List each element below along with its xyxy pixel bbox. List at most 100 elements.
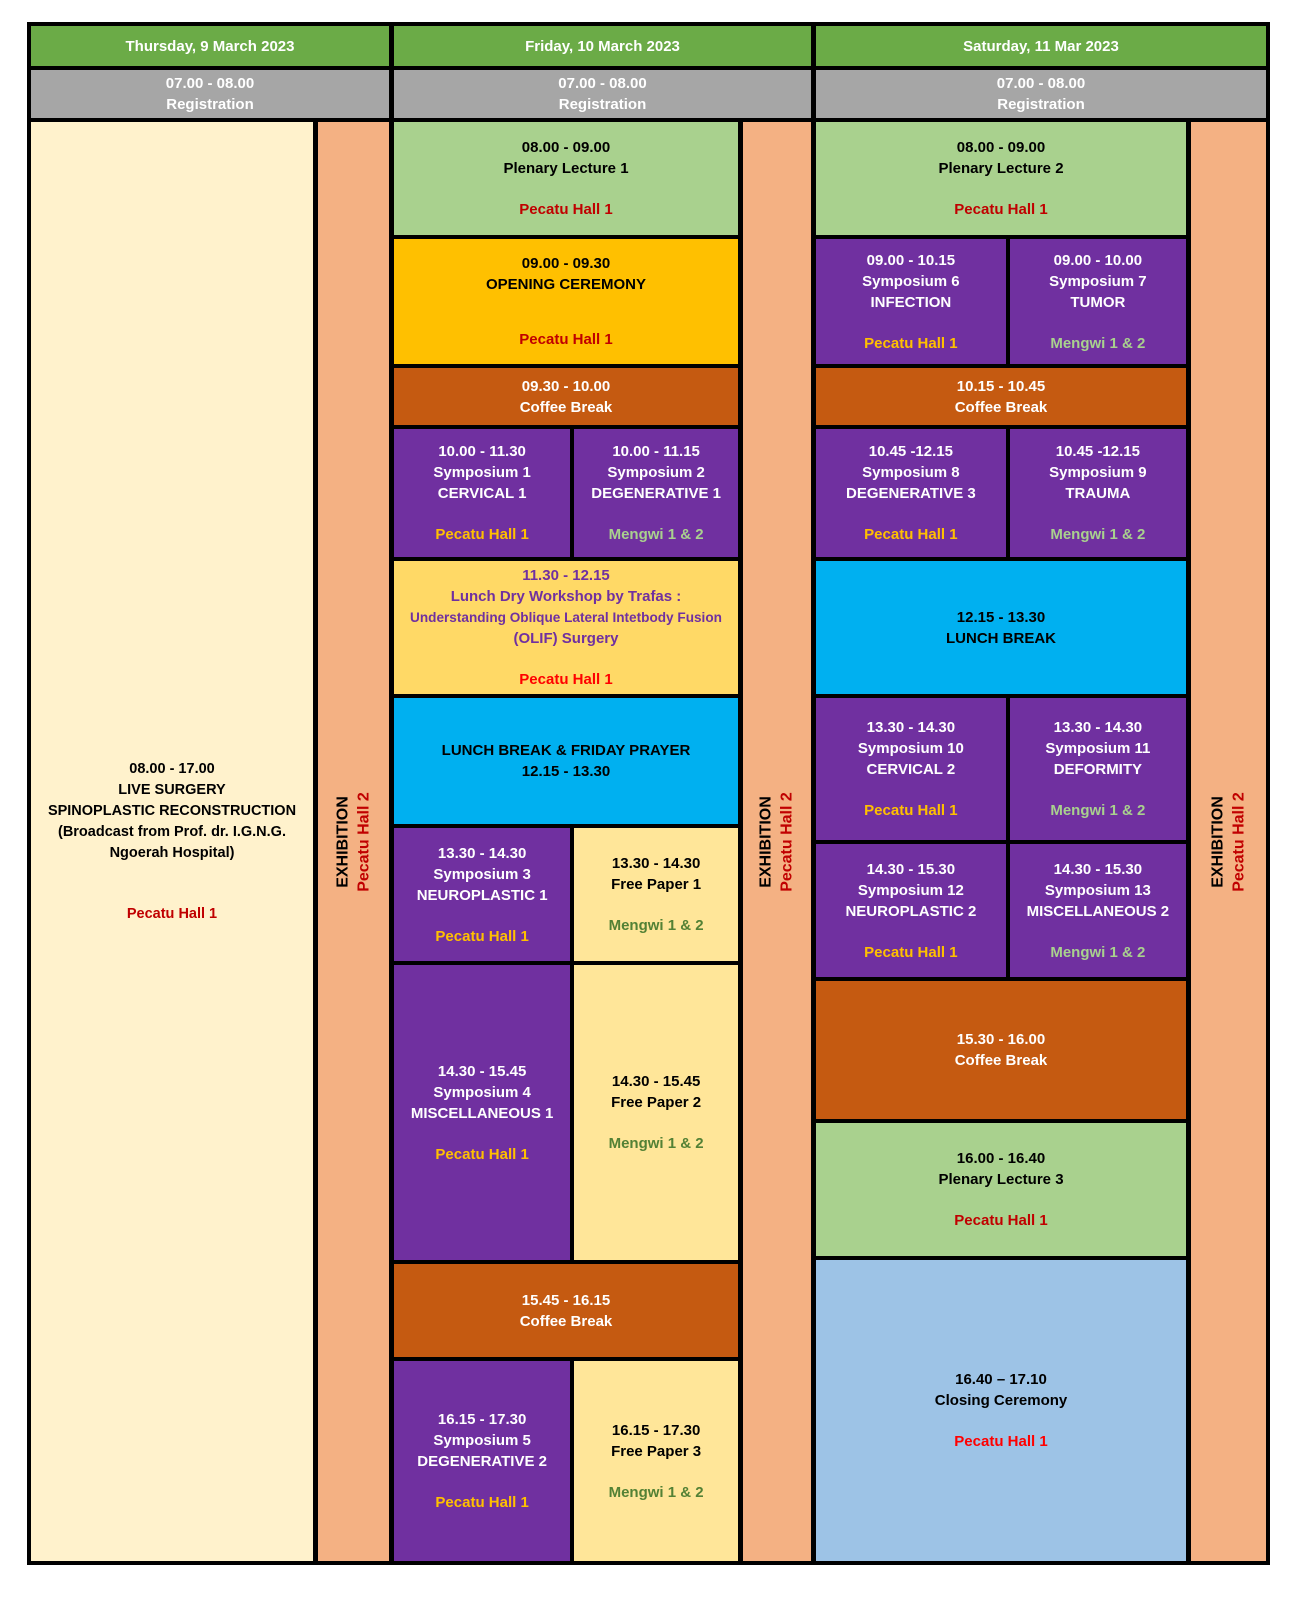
exhibition-strip-friday: EXHIBITION Pecatu Hall 2 <box>743 122 811 1561</box>
day-body-thursday: 08.00 - 17.00 LIVE SURGERY SPINOPLASTIC … <box>31 122 389 1561</box>
session-time: 09.00 - 10.15 <box>866 251 956 269</box>
session-time: 15.45 - 16.15 <box>521 1291 611 1309</box>
registration-label: Registration <box>558 96 647 113</box>
session-symposium-9: 10.45 -12.15 Symposium 9 TRAUMA Mengwi 1… <box>1009 429 1186 557</box>
registration-block-friday: 07.00 - 08.00 Registration <box>394 70 811 118</box>
session-time: 08.00 - 09.00 <box>521 139 611 156</box>
session-time: 13.30 - 14.30 <box>1053 719 1143 736</box>
session-time: 13.30 - 14.30 <box>611 855 701 872</box>
session-symposium-6: 09.00 - 10.15 Symposium 6 INFECTION Peca… <box>816 239 1006 364</box>
session-time: 15.30 - 16.00 <box>956 1031 1046 1048</box>
session-topic: TUMOR <box>1070 293 1126 311</box>
session-time: 14.30 - 15.30 <box>866 860 956 878</box>
session-topic: DEGENERATIVE 2 <box>417 1453 547 1470</box>
exhibition-text: EXHIBITION Pecatu Hall 2 <box>333 792 374 892</box>
session-plenary-lecture-3: 16.00 - 16.40 Plenary Lecture 3 Pecatu H… <box>816 1123 1186 1256</box>
friday-sessions: 08.00 - 09.00 Plenary Lecture 1 Pecatu H… <box>394 122 738 1561</box>
day-header-saturday: Saturday, 11 Mar 2023 <box>816 26 1266 66</box>
session-name: Symposium 13 <box>1044 881 1151 899</box>
day-column-friday: Friday, 10 March 2023 07.00 - 08.00 Regi… <box>394 26 811 1561</box>
registration-label: Registration <box>166 96 254 113</box>
session-symposium-12: 14.30 - 15.30 Symposium 12 NEUROPLASTIC … <box>816 844 1006 977</box>
session-title: Closing Ceremony <box>934 1392 1068 1409</box>
exhibition-label: EXHIBITION <box>334 795 351 888</box>
exhibition-strip-thursday: EXHIBITION Pecatu Hall 2 <box>318 122 389 1561</box>
session-name: Symposium 2 <box>607 464 705 481</box>
session-venue: Mengwi 1 & 2 <box>608 1483 704 1501</box>
session-venue: Mengwi 1 & 2 <box>1050 526 1146 543</box>
session-free-paper-3: 16.15 - 17.30 Free Paper 3 Mengwi 1 & 2 <box>574 1361 738 1561</box>
registration-time: 07.00 - 08.00 <box>165 75 255 92</box>
session-time: 09.00 - 10.00 <box>1053 251 1143 269</box>
session-title: Plenary Lecture 2 <box>938 160 1064 177</box>
exhibition-label: EXHIBITION <box>1209 795 1226 888</box>
exhibition-text: EXHIBITION Pecatu Hall 2 <box>757 792 798 892</box>
saturday-row-symposium-8-9: 10.45 -12.15 Symposium 8 DEGENERATIVE 3 … <box>816 429 1186 557</box>
session-venue: Pecatu Hall 1 <box>519 201 613 218</box>
session-time: 13.30 - 14.30 <box>866 719 956 736</box>
exhibition-venue: Pecatu Hall 2 <box>355 791 372 892</box>
session-topic: NEUROPLASTIC 1 <box>416 886 548 904</box>
session-time: 10.45 -12.15 <box>1055 443 1140 460</box>
session-name: Symposium 11 <box>1045 740 1151 757</box>
saturday-row-symposium-10-11: 13.30 - 14.30 Symposium 10 CERVICAL 2 Pe… <box>816 698 1186 840</box>
session-venue: Pecatu Hall 1 <box>864 943 958 961</box>
session-venue: Pecatu Hall 1 <box>864 802 958 819</box>
exhibition-venue: Pecatu Hall 2 <box>778 791 796 892</box>
session-topic: DEGENERATIVE 3 <box>845 485 976 502</box>
saturday-row-symposium-12-13: 14.30 - 15.30 Symposium 12 NEUROPLASTIC … <box>816 844 1186 977</box>
session-name: Symposium 9 <box>1049 464 1147 481</box>
session-time: 16.15 - 17.30 <box>437 1411 527 1428</box>
session-name: Symposium 10 <box>857 740 964 757</box>
friday-row-symposium-4-fp2: 14.30 - 15.45 Symposium 4 MISCELLANEOUS … <box>394 965 738 1260</box>
lunch-break-friday: LUNCH BREAK & FRIDAY PRAYER 12.15 - 13.3… <box>394 698 738 824</box>
session-title: LIVE SURGERY <box>118 781 226 798</box>
session-title: LUNCH BREAK <box>946 629 1056 647</box>
session-symposium-4: 14.30 - 15.45 Symposium 4 MISCELLANEOUS … <box>394 965 571 1260</box>
session-title: Plenary Lecture 3 <box>938 1171 1064 1188</box>
session-title: Free Paper 2 <box>611 1094 702 1111</box>
session-venue: Mengwi 1 & 2 <box>1050 334 1146 352</box>
friday-row-symposium-5-fp3: 16.15 - 17.30 Symposium 5 DEGENERATIVE 2… <box>394 1361 738 1561</box>
session-title: Plenary Lecture 1 <box>503 160 629 177</box>
session-time: 10.15 - 10.45 <box>956 377 1046 395</box>
session-venue: Pecatu Hall 1 <box>435 927 529 945</box>
day-column-thursday: Thursday, 9 March 2023 07.00 - 08.00 Reg… <box>31 26 389 1561</box>
session-name: Symposium 3 <box>433 865 531 883</box>
session-venue: Mengwi 1 & 2 <box>1050 802 1146 819</box>
friday-row-symposium-1-2: 10.00 - 11.30 Symposium 1 CERVICAL 1 Pec… <box>394 429 738 557</box>
session-symposium-3: 13.30 - 14.30 Symposium 3 NEUROPLASTIC 1… <box>394 828 571 961</box>
session-venue: Pecatu Hall 1 <box>435 1145 529 1163</box>
session-name: Symposium 4 <box>433 1083 531 1101</box>
session-symposium-1: 10.00 - 11.30 Symposium 1 CERVICAL 1 Pec… <box>394 429 571 557</box>
session-topic: TRAUMA <box>1065 485 1131 502</box>
session-title: LUNCH BREAK & FRIDAY PRAYER <box>441 742 691 759</box>
session-closing-ceremony: 16.40 – 17.10 Closing Ceremony Pecatu Ha… <box>816 1260 1186 1561</box>
session-name: Symposium 5 <box>433 1432 531 1449</box>
session-venue: Pecatu Hall 1 <box>126 905 218 922</box>
session-topic: NEUROPLASTIC 2 <box>845 902 977 920</box>
session-topic: MISCELLANEOUS 1 <box>410 1104 554 1122</box>
session-title: Coffee Break <box>954 1052 1048 1069</box>
session-topic: INFECTION <box>870 293 952 311</box>
session-name: Symposium 12 <box>857 881 964 899</box>
session-title-line3: (OLIF) Surgery <box>513 630 619 647</box>
day-header-friday: Friday, 10 March 2023 <box>394 26 811 66</box>
session-venue: Pecatu Hall 1 <box>864 526 958 543</box>
session-time: 10.00 - 11.30 <box>438 443 526 460</box>
day-body-friday: 08.00 - 09.00 Plenary Lecture 1 Pecatu H… <box>394 122 811 1561</box>
session-venue: Pecatu Hall 1 <box>435 1494 529 1511</box>
session-venue: Pecatu Hall 1 <box>954 1433 1048 1450</box>
session-venue: Pecatu Hall 1 <box>954 201 1048 218</box>
session-time: 10.45 -12.15 <box>868 443 953 460</box>
session-symposium-5: 16.15 - 17.30 Symposium 5 DEGENERATIVE 2… <box>394 1361 571 1561</box>
session-name: Symposium 7 <box>1049 272 1147 290</box>
session-time: 12.15 - 13.30 <box>956 608 1046 626</box>
registration-time: 07.00 - 08.00 <box>558 75 647 92</box>
session-lunch-workshop: 11.30 - 12.15 Lunch Dry Workshop by Traf… <box>394 561 738 694</box>
session-venue: Mengwi 1 & 2 <box>608 526 704 543</box>
session-topic: DEGENERATIVE 1 <box>591 485 721 502</box>
session-symposium-11: 13.30 - 14.30 Symposium 11 DEFORMITY Men… <box>1009 698 1186 840</box>
session-opening-ceremony: 09.00 - 09.30 OPENING CEREMONY Pecatu Ha… <box>394 239 738 364</box>
